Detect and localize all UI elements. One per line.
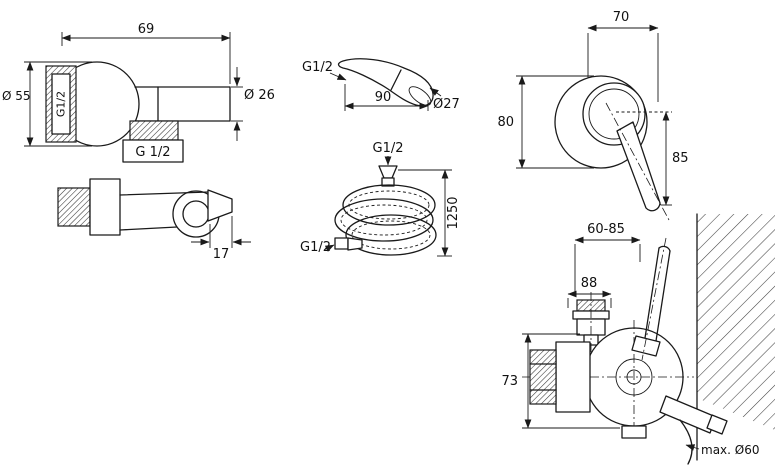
- hose-top-fitting: [378, 165, 398, 179]
- dim-max-hole-label: max. Ø60: [701, 443, 760, 457]
- wall-hole-edge: [679, 419, 693, 465]
- handshower-thread-label: G1/2: [302, 60, 333, 75]
- hose-coil-loop: [334, 198, 434, 242]
- mixer-front-view: 70 80 85: [497, 10, 689, 221]
- hose-coil-loop: [345, 214, 437, 256]
- dim-outlet-diameter-label: Ø 26: [244, 88, 275, 103]
- spray-face: [408, 86, 432, 106]
- shower-hose-view: G1/2 G1/2 1250: [300, 141, 461, 257]
- hand-shower-view: G1/2 90 Ø27: [302, 58, 460, 112]
- dim-body-width-label: 88: [581, 276, 598, 291]
- dim-lever-length-label: 85: [672, 151, 689, 166]
- hose-bottom-fitting: [347, 237, 363, 251]
- dim-mixer-height-label: 80: [497, 115, 514, 130]
- dim-body-height-label: 73: [501, 374, 518, 389]
- hose-thread-top-label: G1/2: [373, 141, 404, 156]
- bottom-thread-label-box: [122, 139, 184, 163]
- inlet-thread-hatch: [529, 349, 557, 405]
- hose-thread-bottom-label: G1/2: [300, 240, 331, 255]
- thread-label-box: [51, 73, 71, 135]
- bottom-port: [621, 425, 647, 439]
- thread-size-label-vertical: G1/2: [55, 91, 68, 117]
- wall-elbow-front-view: 69 Ø 55 G1/2 Ø 26 G 1/2: [2, 22, 275, 163]
- mixer-installation-view: 60-85 88 73: [501, 213, 777, 465]
- inlet-block: [555, 341, 591, 413]
- dim-holder-depth-label: 17: [213, 247, 230, 262]
- lever-hub: [631, 335, 661, 357]
- side-flange-body: [89, 178, 121, 236]
- bottom-thread-size-label: G 1/2: [135, 145, 170, 160]
- dim-elbow-width-label: 69: [138, 22, 155, 37]
- dim-escutcheon-label: 70: [613, 10, 630, 25]
- bottom-thread-hatch: [129, 120, 179, 141]
- holder-ring-inner: [182, 200, 210, 228]
- lever-side-cap: [658, 245, 671, 252]
- holder-cone: [207, 189, 233, 222]
- side-thread-hatch: [57, 187, 91, 227]
- dim-hose-length-label: 1250: [446, 196, 461, 229]
- hose-coil-loop: [342, 184, 436, 226]
- hose-top-nut: [381, 177, 395, 187]
- hose-bottom-nut: [334, 237, 349, 250]
- dim-head-diameter-label: Ø27: [433, 97, 460, 112]
- spout: [659, 395, 717, 434]
- dim-depth-range-label: 60-85: [587, 222, 625, 237]
- dim-handshower-length-label: 90: [375, 90, 392, 105]
- dim-flange-diameter-label: Ø 55: [2, 89, 31, 103]
- wall-elbow-side-view: 17: [57, 178, 251, 262]
- spout-tip: [706, 414, 728, 435]
